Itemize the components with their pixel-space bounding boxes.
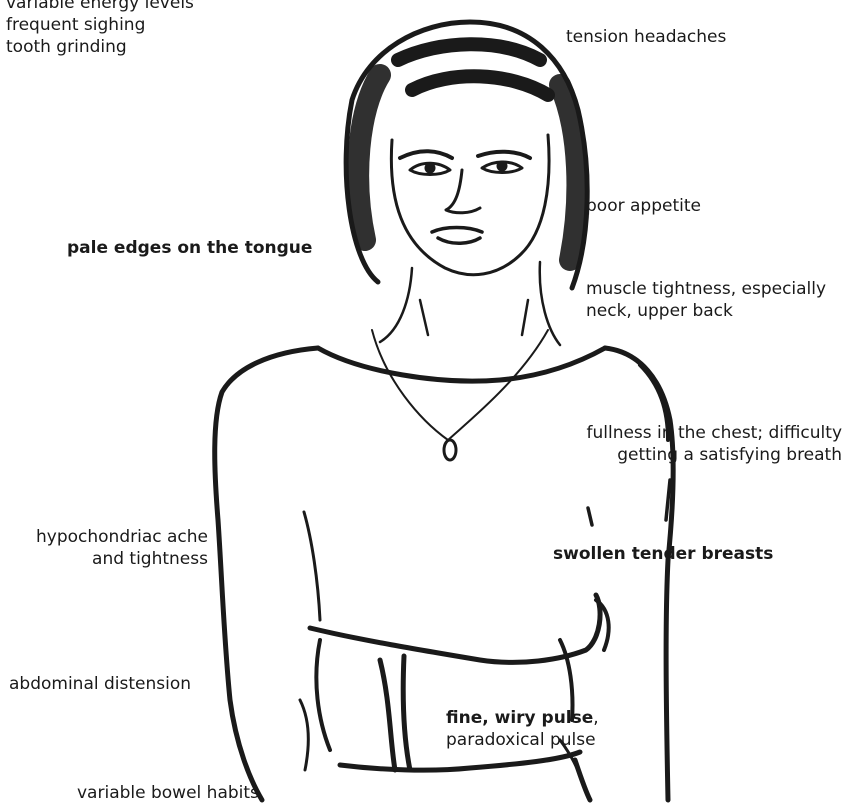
label-pale-tongue: pale edges on the tongue <box>67 237 312 259</box>
eyebrow-left <box>400 151 452 158</box>
necklace-pendant <box>444 440 456 460</box>
eyebrow-right <box>478 152 530 158</box>
collar <box>318 348 605 381</box>
label-chest-fullness: fullness in the chest; difficulty gettin… <box>586 422 842 466</box>
arm-bottom <box>340 752 590 800</box>
necklace <box>372 330 548 440</box>
label-wiry-pulse: fine, wiry pulse <box>446 708 593 728</box>
label-abdominal-distension: abdominal distension <box>9 673 191 695</box>
label-top-left-symptoms: variable energy levels frequent sighing … <box>6 0 194 58</box>
torso-line-left <box>304 512 320 620</box>
shoulder-right <box>605 348 673 800</box>
label-paradoxical-pulse: paradoxical pulse <box>446 729 599 751</box>
hair-outline <box>346 22 587 288</box>
label-swollen-breasts: swollen tender breasts <box>553 543 773 565</box>
label-hypochondriac: hypochondriac ache and tightness <box>36 526 208 570</box>
label-variable-energy: variable energy levels <box>6 0 194 14</box>
label-poor-appetite: poor appetite <box>586 195 701 217</box>
label-muscle-tightness: muscle tightness, especially neck, upper… <box>586 278 826 322</box>
shoulder-left <box>215 348 318 800</box>
label-bowel-habits: variable bowel habits <box>77 782 259 804</box>
arm-upper <box>380 656 410 770</box>
label-pulse: fine, wiry pulse, paradoxical pulse <box>446 707 599 751</box>
mouth <box>432 228 482 244</box>
label-tension-headaches: tension headaches <box>566 26 726 48</box>
torso-line-right <box>588 480 670 525</box>
label-tooth-grinding: tooth grinding <box>6 36 194 58</box>
nose <box>446 170 480 213</box>
label-frequent-sighing: frequent sighing <box>6 14 194 36</box>
arm-lower <box>310 595 600 662</box>
